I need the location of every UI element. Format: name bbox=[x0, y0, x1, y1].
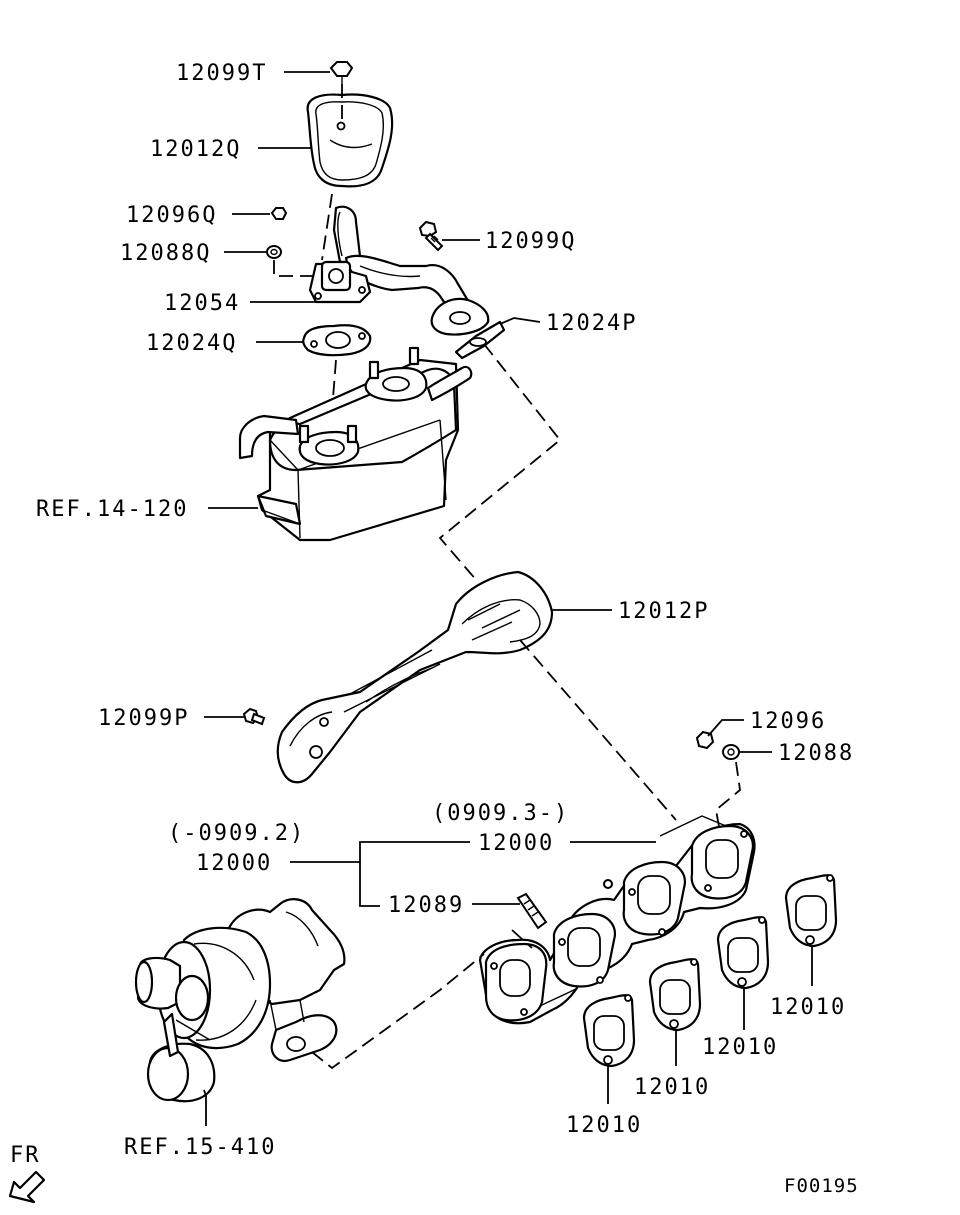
gasket-12024q bbox=[302, 324, 372, 357]
gasket-12010-4 bbox=[784, 874, 838, 948]
gasket-12010-3 bbox=[716, 916, 770, 990]
label-12010-3: 12010 bbox=[702, 1035, 778, 1060]
washer-12088q bbox=[266, 245, 282, 259]
bolt-12099t bbox=[329, 61, 354, 84]
leader-dash-cover-manifold bbox=[519, 639, 677, 821]
leader-ref-15-410 bbox=[203, 1089, 207, 1126]
label-ref-14-120: REF.14-120 bbox=[36, 497, 188, 522]
exhaust-manifold-12000 bbox=[478, 815, 756, 1025]
label-12096: 12096 bbox=[750, 709, 826, 734]
label-12096q: 12096Q bbox=[126, 203, 217, 228]
bolt-12099q bbox=[418, 220, 444, 252]
label-12012p: 12012P bbox=[618, 599, 709, 624]
pipe-assembly-12054 bbox=[308, 205, 490, 336]
label-12089: 12089 bbox=[388, 893, 464, 918]
label-12099q: 12099Q bbox=[485, 229, 576, 254]
leader-12000-bracket-lower bbox=[359, 862, 380, 907]
label-12012q: 12012Q bbox=[150, 137, 241, 162]
leader-dash-washer bbox=[273, 260, 318, 277]
label-fr: FR bbox=[10, 1143, 41, 1168]
leader-dash-cover-pipe bbox=[321, 193, 333, 261]
gasket-12024p bbox=[454, 320, 506, 360]
label-12010-4: 12010 bbox=[770, 995, 846, 1020]
stud-12089 bbox=[516, 892, 548, 930]
leader-12024p bbox=[499, 317, 541, 325]
heat-cover-12012q bbox=[306, 93, 394, 188]
front-direction-arrow bbox=[8, 1170, 46, 1204]
label-12010-2: 12010 bbox=[634, 1075, 710, 1100]
label-12054: 12054 bbox=[164, 291, 240, 316]
label-12088: 12088 bbox=[778, 741, 854, 766]
gasket-12010-1 bbox=[582, 994, 636, 1068]
label-12024p: 12024P bbox=[546, 311, 637, 336]
label-12088q: 12088Q bbox=[120, 241, 211, 266]
cooler-ref-14-120 bbox=[238, 346, 473, 542]
label-12000-old: 12000 bbox=[196, 851, 272, 876]
label-date-new: (0909.3-) bbox=[432, 801, 569, 826]
leader-dash-gasket-manifold bbox=[438, 343, 562, 583]
leader-dash-washer-lower bbox=[715, 761, 741, 833]
label-12099p: 12099P bbox=[98, 706, 189, 731]
label-12099t: 12099T bbox=[176, 61, 267, 86]
leader-dash-stud bbox=[511, 929, 533, 949]
figure-code: F00195 bbox=[784, 1175, 859, 1197]
heat-cover-12012p bbox=[276, 570, 554, 784]
label-12010-1: 12010 bbox=[566, 1113, 642, 1138]
washer-12088 bbox=[722, 744, 740, 760]
gasket-12010-2 bbox=[648, 958, 702, 1032]
label-date-old: (-0909.2) bbox=[168, 821, 305, 846]
turbocharger-ref-15-410 bbox=[134, 898, 346, 1103]
bolt-12099p bbox=[242, 707, 266, 726]
leader-12000-bracket bbox=[290, 841, 470, 863]
nut-12096q bbox=[270, 207, 288, 220]
nut-12096 bbox=[695, 730, 715, 750]
leader-dash-turbo bbox=[311, 953, 485, 1070]
label-12000-new: 12000 bbox=[478, 831, 554, 856]
label-12024q: 12024Q bbox=[146, 331, 237, 356]
leader-12096 bbox=[707, 719, 744, 737]
label-ref-15-410: REF.15-410 bbox=[124, 1135, 276, 1160]
